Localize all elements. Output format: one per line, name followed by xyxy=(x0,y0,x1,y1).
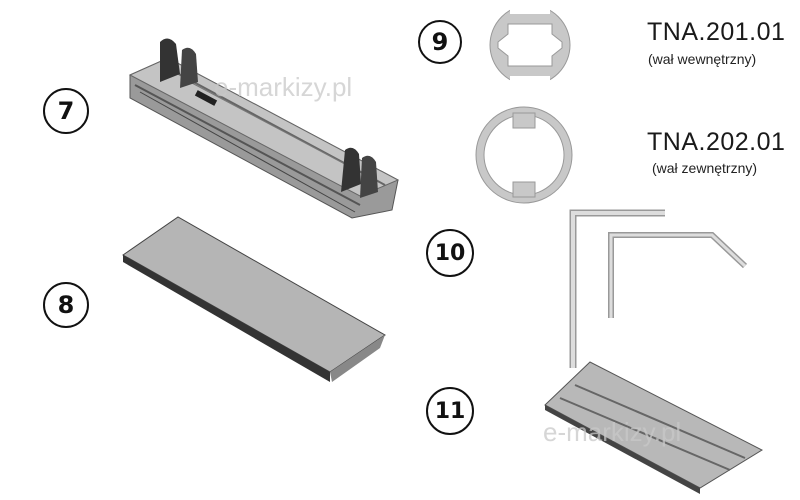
profile-code: TNA.202.01 xyxy=(647,128,786,156)
watermark: e-markizy.pl xyxy=(543,417,682,447)
profile-code: TNA.201.01 xyxy=(647,18,786,46)
outer-shaft-profile xyxy=(475,106,573,204)
inner-shaft-profile xyxy=(489,4,571,86)
plate-part-11 xyxy=(544,361,764,494)
part-number-badge: 11 xyxy=(426,387,474,435)
bars-part-10 xyxy=(569,209,748,368)
cassette-part-7 xyxy=(128,38,400,219)
cover-plate-part-8 xyxy=(122,216,386,382)
profile-description: (wał wewnętrzny) xyxy=(648,51,757,67)
part-number-badge: 10 xyxy=(426,229,474,277)
watermark: e-markizy.pl xyxy=(214,72,353,102)
profile-description: (wał zewnętrzny) xyxy=(652,160,758,176)
part-number-badge: 7 xyxy=(43,88,89,134)
part-number-badge: 9 xyxy=(418,20,462,64)
part-number-badge: 8 xyxy=(43,282,89,328)
